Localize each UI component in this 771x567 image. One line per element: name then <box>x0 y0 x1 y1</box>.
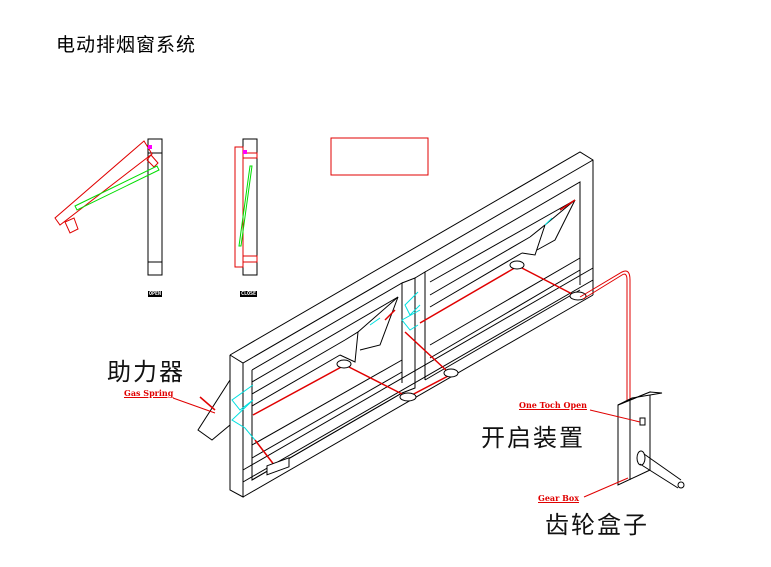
close-detail-view <box>234 138 258 276</box>
pivot-point <box>148 145 152 149</box>
title-placeholder-box <box>330 137 429 176</box>
gear-box <box>617 391 685 489</box>
open-detail-view <box>54 138 163 276</box>
opener-label-en: One Toch Open <box>519 400 587 410</box>
opener-label-cn: 开启装置 <box>481 424 585 452</box>
closed-sash <box>234 146 244 268</box>
gearbox-label-cn: 齿轮盒子 <box>545 511 649 539</box>
close-strut <box>238 165 253 247</box>
diagram-title: 电动排烟窗系统 <box>56 34 197 56</box>
gas-spring-label-en: Gas Spring <box>124 388 174 398</box>
gas-spring-label-cn: 助力器 <box>107 358 185 386</box>
open-strut <box>74 165 160 211</box>
operator-blocks <box>266 260 587 476</box>
linkage-rods <box>199 199 579 471</box>
window-frame <box>197 151 594 498</box>
leader-lines <box>172 397 641 498</box>
close-view-label: CLOSE <box>240 291 258 297</box>
gearbox-label-en: Gear Box <box>538 493 579 503</box>
open-sash <box>54 140 153 226</box>
gas-springs <box>231 217 553 441</box>
open-view-label: OPEN <box>148 291 163 297</box>
drive-cable <box>579 270 631 400</box>
open-frame-section <box>147 138 163 276</box>
close-frame-section <box>242 138 258 276</box>
